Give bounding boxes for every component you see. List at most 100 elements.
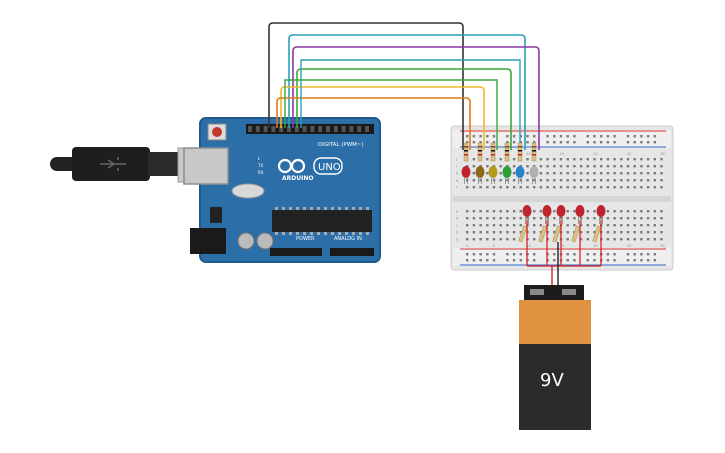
rail-hole xyxy=(519,141,522,144)
breadboard-hole xyxy=(559,165,563,168)
rail-hole xyxy=(512,135,516,138)
resistor-band xyxy=(478,150,482,152)
battery-terminal-2 xyxy=(562,289,576,295)
rail-hole xyxy=(573,259,576,262)
breadboard-hole xyxy=(479,179,482,182)
chip-pin xyxy=(317,207,320,210)
header-pin xyxy=(263,126,268,132)
breadboard-hole xyxy=(586,224,589,227)
breadboard-hole xyxy=(539,172,543,175)
rail-hole xyxy=(633,135,636,138)
chip-pin xyxy=(324,207,327,210)
battery-top xyxy=(519,300,591,344)
rail-hole xyxy=(553,253,556,256)
led-label-tx: TX xyxy=(257,163,263,168)
rail-hole xyxy=(646,259,650,262)
rail-hole xyxy=(472,253,476,256)
rail-hole xyxy=(479,135,482,138)
rail-hole xyxy=(586,135,589,138)
breadboard-hole xyxy=(613,165,616,168)
breadboard-hole xyxy=(466,231,469,234)
breadboard-hole xyxy=(586,179,589,182)
breadboard-hole xyxy=(573,217,576,220)
rail-hole xyxy=(573,141,576,144)
rail-hole xyxy=(526,141,529,144)
capacitor-2 xyxy=(256,232,274,250)
resistor-band xyxy=(491,150,495,152)
arduino-logo-text: ARDUINO xyxy=(282,175,313,182)
breadboard-hole xyxy=(600,179,603,182)
breadboard-hole xyxy=(573,179,576,182)
breadboard-hole xyxy=(626,210,630,213)
resistor xyxy=(552,225,562,243)
digital-header xyxy=(246,124,374,134)
breadboard-hole xyxy=(533,238,536,241)
breadboard-hole xyxy=(640,179,643,182)
breadboard-hole xyxy=(566,210,569,213)
usb-symbol-icon xyxy=(100,157,126,171)
rail-hole xyxy=(479,253,482,256)
breadboard-hole xyxy=(653,172,656,175)
breadboard-hole xyxy=(539,217,543,220)
breadboard-hole xyxy=(526,179,529,182)
breadboard-hole xyxy=(566,158,569,161)
breadboard-hole xyxy=(519,186,522,189)
chip-pins xyxy=(275,207,369,235)
breadboard-hole xyxy=(633,165,636,168)
breadboard-hole xyxy=(492,231,496,234)
breadboard-hole xyxy=(579,186,583,189)
breadboard-hole xyxy=(660,224,663,227)
top-power-rail xyxy=(453,130,671,148)
breadboard-hole xyxy=(466,217,469,220)
header-pin xyxy=(287,126,291,132)
breadboard-hole xyxy=(613,158,616,161)
led xyxy=(556,205,566,217)
breadboard-hole xyxy=(606,238,610,241)
led-label-rx: RX xyxy=(258,170,264,175)
breadboard-hole xyxy=(620,210,623,213)
breadboard-hole xyxy=(512,165,516,168)
rail-hole xyxy=(653,141,656,144)
breadboard-hole xyxy=(539,179,543,182)
rail-hole xyxy=(512,259,516,262)
breadboard-hole xyxy=(613,231,616,234)
resistor-band xyxy=(518,150,522,152)
rail-hole xyxy=(533,141,536,144)
breadboard-hole xyxy=(620,179,623,182)
breadboard-hole xyxy=(506,231,509,234)
rail-hole xyxy=(466,253,469,256)
row-letter: f xyxy=(456,186,458,190)
resistor-band xyxy=(532,146,536,148)
breadboard-hole xyxy=(646,172,650,175)
resistor xyxy=(531,142,537,162)
chip-pin xyxy=(338,232,341,235)
led xyxy=(488,166,498,178)
usb-plug-neck xyxy=(148,152,180,176)
battery-9v: 9V xyxy=(519,285,591,430)
breadboard-hole xyxy=(506,210,509,213)
jumper-wire xyxy=(284,79,498,150)
led xyxy=(502,166,512,178)
column-number: 25 xyxy=(627,152,631,156)
breadboard-hole xyxy=(533,210,536,213)
breadboard-hole xyxy=(573,210,576,213)
breadboard-hole xyxy=(606,186,610,189)
breadboard-hole xyxy=(606,158,610,161)
breadboard-hole xyxy=(626,224,630,227)
breadboard-hole xyxy=(606,172,610,175)
breadboard-hole xyxy=(506,238,509,241)
rail-hole xyxy=(506,141,509,144)
chip-pin xyxy=(296,207,299,210)
breadboard-hole xyxy=(506,217,509,220)
breadboard-hole xyxy=(613,172,616,175)
digital-header-label: DIGITAL (PWM~) xyxy=(318,142,364,148)
breadboard-hole xyxy=(626,231,630,234)
breadboard-hole xyxy=(613,179,616,182)
resistor-band xyxy=(491,146,495,148)
rail-hole xyxy=(653,259,656,262)
header-pin xyxy=(341,126,346,132)
breadboard-hole xyxy=(566,231,569,234)
rail-hole xyxy=(566,259,569,262)
breadboard-hole xyxy=(646,158,650,161)
rail-hole xyxy=(593,135,596,138)
